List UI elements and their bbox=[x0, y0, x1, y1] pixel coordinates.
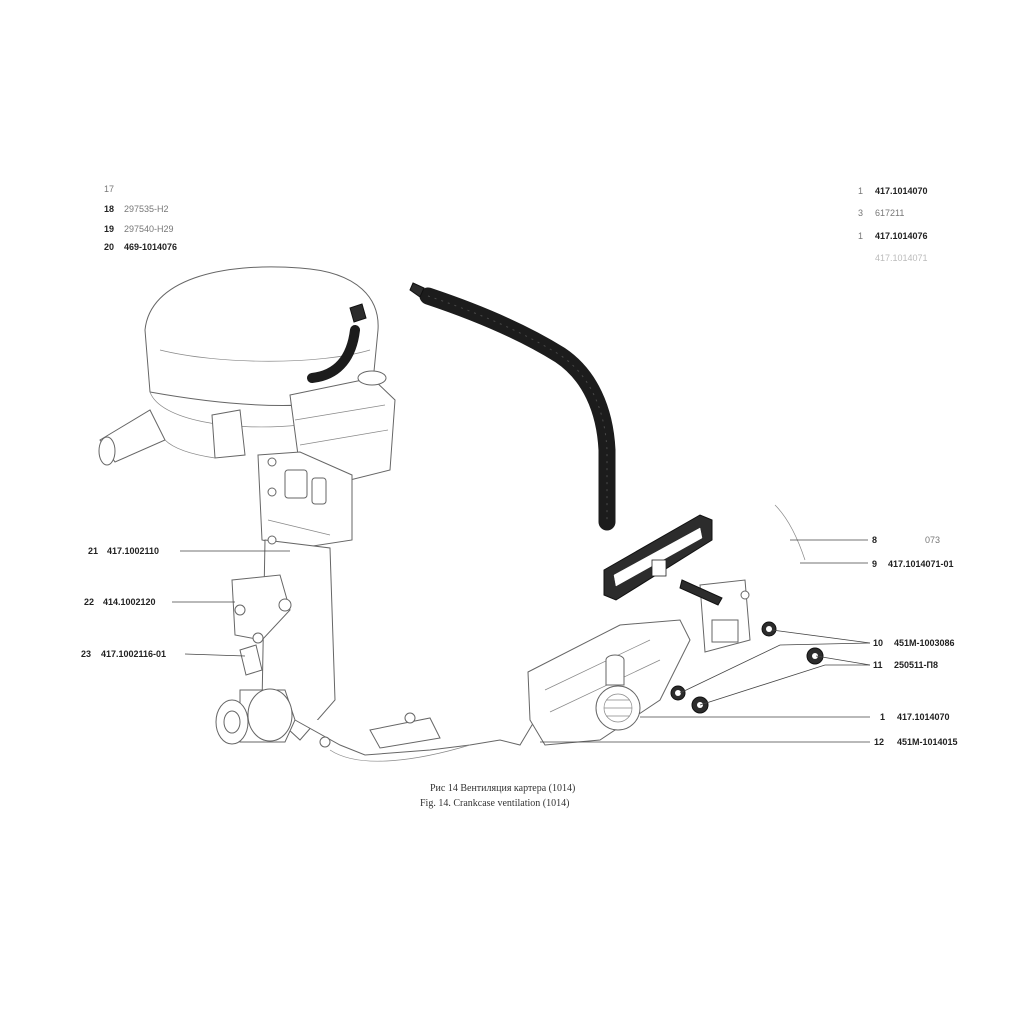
callout-code: 297535-Н2 bbox=[124, 204, 169, 214]
callout-num: 21 bbox=[88, 546, 98, 556]
callout-code: 297540-Н29 bbox=[124, 224, 174, 234]
callout-num: 22 bbox=[84, 597, 94, 607]
callout-code: 451M-1014015 bbox=[897, 737, 958, 747]
callout-code: 414.1002120 bbox=[103, 597, 156, 607]
callout-num: 19 bbox=[104, 224, 114, 234]
callout-num: 1 bbox=[880, 712, 885, 722]
callout-num: 20 bbox=[104, 242, 114, 252]
callout-num: 8 bbox=[872, 535, 877, 545]
callout-code: 417.1014076 bbox=[875, 231, 928, 241]
callout-num: 12 bbox=[874, 737, 884, 747]
callout-code: 617211 bbox=[875, 208, 904, 218]
callout-num: 9 bbox=[872, 559, 877, 569]
callout-code: 417.1014070 bbox=[897, 712, 950, 722]
callout-num: 11 bbox=[873, 660, 883, 670]
callout-code: 417.1014071-01 bbox=[888, 559, 954, 569]
callout-num: 1 bbox=[858, 231, 863, 241]
callouts-top-right: 1 417.1014070 3 617211 1 417.1014076 417… bbox=[858, 186, 928, 263]
callout-code: 451M-1003086 bbox=[894, 638, 955, 648]
figure-caption: Рис 14 Вентиляция картера (1014) Fig. 14… bbox=[420, 783, 575, 809]
caption-ru: Рис 14 Вентиляция картера (1014) bbox=[430, 783, 575, 794]
callout-code: 073 bbox=[925, 535, 940, 545]
callout-code: 417.1014070 bbox=[875, 186, 928, 196]
callout-code: 469-1014076 bbox=[124, 242, 177, 252]
callouts-right: 8 073 9 417.1014071-01 10 451M-1003086 1… bbox=[872, 535, 958, 747]
caption-en: Fig. 14. Crankcase ventilation (1014) bbox=[420, 798, 569, 809]
callouts-left: 21 417.1002110 22 414.1002120 23 417.100… bbox=[81, 546, 166, 659]
leader-lines bbox=[172, 539, 871, 743]
callout-code: 250511-П8 bbox=[894, 660, 938, 670]
callouts-top-left: 17 18 297535-Н2 19 297540-Н29 20 469-101… bbox=[104, 184, 177, 252]
callout-num: 1 bbox=[858, 186, 863, 196]
callout-code: 417.1002116-01 bbox=[101, 649, 166, 659]
callout-code: 417.1014071 bbox=[875, 253, 928, 263]
callout-num: 3 bbox=[858, 208, 863, 218]
callout-num: 17 bbox=[104, 184, 114, 194]
callout-num: 23 bbox=[81, 649, 91, 659]
callout-num: 18 bbox=[104, 204, 114, 214]
callout-code: 417.1002110 bbox=[107, 546, 159, 556]
callout-num: 10 bbox=[873, 638, 883, 648]
engine-drawing bbox=[98, 266, 824, 762]
